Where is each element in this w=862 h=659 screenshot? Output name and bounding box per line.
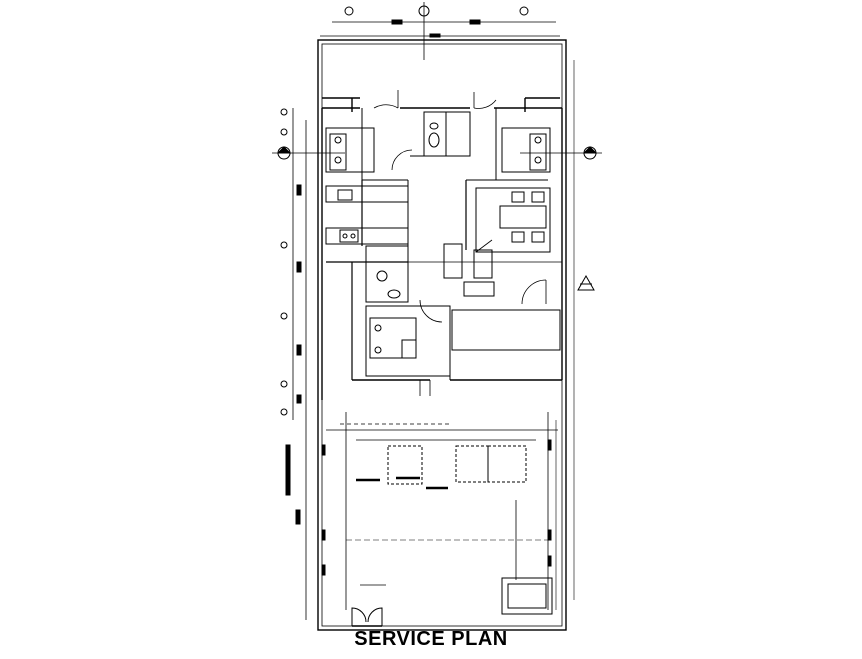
- bedroom-top-left: [325, 90, 399, 180]
- living-area: [408, 243, 562, 305]
- section-marker-right: [520, 146, 602, 160]
- garage-area: [326, 412, 558, 610]
- section-marker-left: [272, 146, 345, 160]
- bathroom-rear: [365, 245, 409, 303]
- north-arrow-icon: [577, 274, 595, 291]
- drawing-title: SERVICE PLAN: [354, 628, 508, 650]
- left-dimension-chain: [280, 108, 307, 620]
- dining-area: [475, 187, 551, 253]
- building-walls: [321, 97, 563, 400]
- tank-bottom-right: [501, 577, 553, 615]
- bedroom-top-right: [473, 92, 551, 180]
- bedroom-rear: [365, 299, 561, 396]
- toilet-block-center: [391, 111, 471, 171]
- interior-partitions: [326, 180, 467, 380]
- top-grid-markers: [320, 2, 560, 60]
- entrance-gate: [351, 607, 383, 627]
- right-dimension-ticks: [321, 420, 557, 610]
